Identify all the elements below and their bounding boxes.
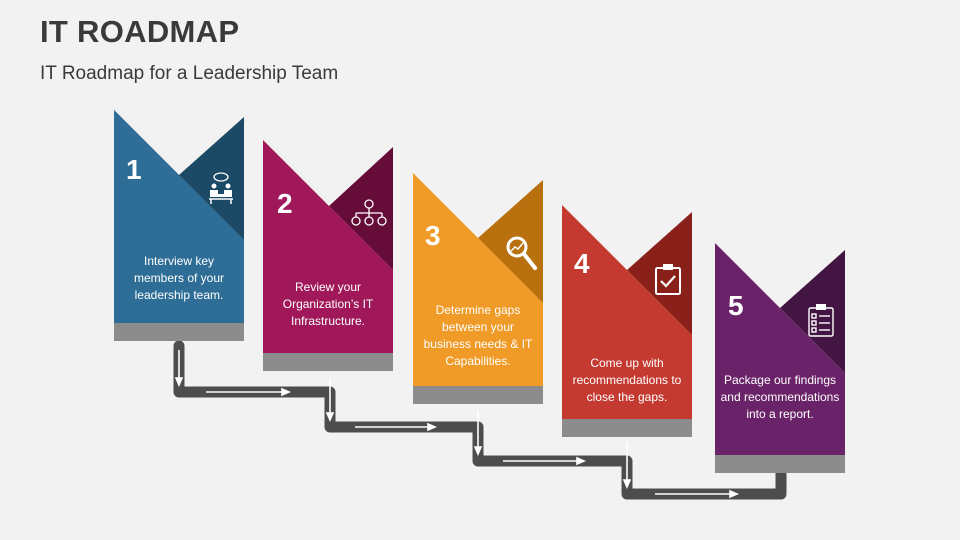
card-right-flap	[179, 117, 244, 240]
card-right-flap	[627, 212, 692, 335]
step-card-5	[715, 243, 845, 473]
meeting-icon	[209, 172, 233, 204]
arrowhead-right-1	[281, 387, 292, 397]
arrowhead-right-2	[427, 422, 438, 432]
card-body	[562, 205, 692, 419]
arrowhead-down-2	[325, 412, 335, 423]
arrowhead-down-4	[622, 479, 632, 490]
card-base	[114, 323, 244, 341]
clipboard-check-icon	[655, 264, 681, 295]
step-text-3: Determine gaps between your business nee…	[423, 303, 533, 368]
card-body	[715, 243, 845, 455]
card-body	[413, 173, 543, 386]
card-base	[263, 353, 393, 371]
page-subtitle: IT Roadmap for a Leadership Team	[40, 63, 339, 84]
step-text-4: Come up with recommendations to close th…	[572, 356, 682, 404]
card-base	[715, 455, 845, 473]
page-title: IT ROADMAP	[40, 14, 240, 49]
step-text-5: Package our findings and recommendations…	[720, 373, 840, 421]
connector-path	[173, 340, 787, 500]
step-number-2: 2	[277, 188, 293, 219]
card-body	[263, 140, 393, 353]
step-card-2	[263, 140, 393, 371]
step-number-5: 5	[728, 290, 744, 321]
step-number-3: 3	[425, 220, 441, 251]
checklist-icon	[808, 304, 834, 337]
step-text-2: Review your Organization’s IT Infrastruc…	[282, 280, 374, 328]
step-card-4	[562, 205, 692, 437]
arrowhead-down-3	[473, 446, 483, 457]
arrowhead-down-1	[174, 377, 184, 388]
hierarchy-icon	[351, 199, 387, 226]
card-right-flap	[329, 147, 393, 270]
card-right-flap	[780, 250, 845, 373]
magnifier-icon	[506, 236, 537, 270]
arrowhead-right-3	[576, 456, 587, 466]
card-base	[562, 419, 692, 437]
step-number-4: 4	[574, 248, 590, 279]
arrowhead-right-4	[729, 489, 740, 499]
step-number-1: 1	[126, 154, 142, 185]
card-base	[413, 386, 543, 404]
step-card-1	[114, 110, 244, 341]
step-text-1: Interview key members of your leadership…	[133, 254, 225, 302]
